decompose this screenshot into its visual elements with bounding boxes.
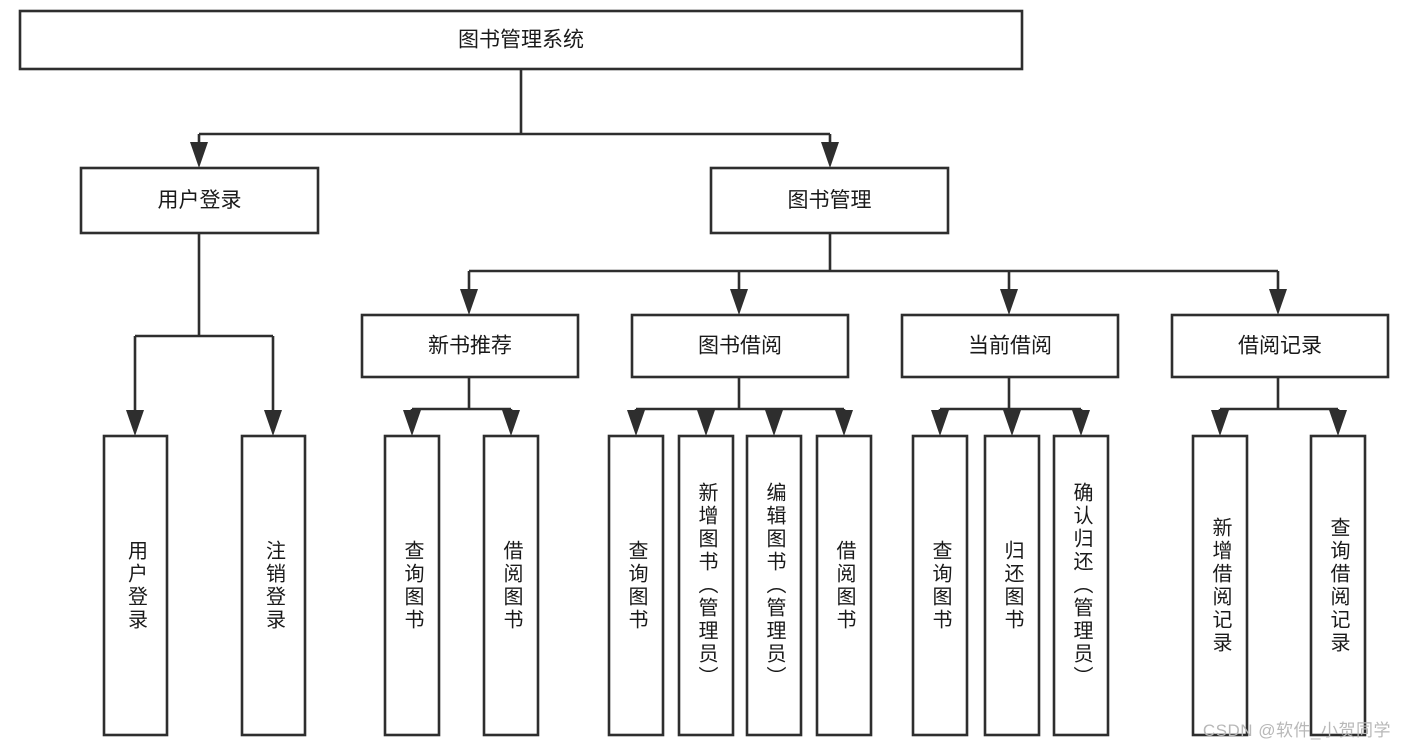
- edge-arrowhead: [1269, 289, 1287, 315]
- node-box-leaf-add-book[interactable]: [677, 434, 735, 737]
- node-box-leaf-user-login[interactable]: [102, 434, 169, 737]
- node-leaf-user-login[interactable]: [102, 434, 169, 737]
- edge-arrowhead: [1003, 410, 1021, 436]
- edge-arrowhead: [835, 410, 853, 436]
- node-box-leaf-query-record[interactable]: [1309, 434, 1367, 737]
- node-box-root[interactable]: [18, 9, 1024, 71]
- node-leaf-query-book-rec[interactable]: [383, 434, 441, 737]
- watermark-text: CSDN @软件_小贺同学: [1202, 721, 1391, 740]
- node-box-book-borrow[interactable]: [630, 313, 850, 379]
- node-leaf-return-book[interactable]: [983, 434, 1041, 737]
- node-label-book-manage: 图书管理: [788, 189, 872, 212]
- node-box-leaf-add-record[interactable]: [1191, 434, 1249, 737]
- node-box-leaf-user-logout[interactable]: [240, 434, 307, 737]
- edge-group-new-book-rec: [403, 377, 520, 436]
- node-new-book-rec[interactable]: 新书推荐: [360, 313, 580, 379]
- node-box-leaf-query-book-borrow[interactable]: [607, 434, 665, 737]
- node-book-manage[interactable]: 图书管理: [709, 166, 950, 235]
- node-leaf-query-record[interactable]: [1309, 434, 1367, 737]
- node-leaf-user-logout[interactable]: [240, 434, 307, 737]
- node-leaf-edit-book[interactable]: [745, 434, 803, 737]
- edge-arrowhead: [1211, 410, 1229, 436]
- node-label-book-borrow: 图书借阅: [698, 335, 782, 358]
- node-book-borrow[interactable]: 图书借阅: [630, 313, 850, 379]
- node-box-current-borrow[interactable]: [900, 313, 1120, 379]
- node-label-current-borrow: 当前借阅: [968, 335, 1052, 358]
- node-leaf-query-book-cur[interactable]: [911, 434, 969, 737]
- edge-arrowhead: [765, 410, 783, 436]
- node-user-login[interactable]: 用户登录: [79, 166, 320, 235]
- node-leaf-borrow-book-rec[interactable]: [482, 434, 540, 737]
- node-leaf-add-record[interactable]: [1191, 434, 1249, 737]
- edge-arrowhead: [1000, 289, 1018, 315]
- node-label-root: 图书管理系统: [458, 29, 584, 52]
- edge-group-root: [190, 69, 839, 168]
- edge-arrowhead: [931, 410, 949, 436]
- edge-arrowhead: [627, 410, 645, 436]
- node-borrow-record[interactable]: 借阅记录: [1170, 313, 1390, 379]
- edge-group-user-login: [126, 233, 282, 436]
- edge-arrowhead: [730, 289, 748, 315]
- edge-arrowhead: [190, 142, 208, 168]
- node-current-borrow[interactable]: 当前借阅: [900, 313, 1120, 379]
- edge-arrowhead: [502, 410, 520, 436]
- edge-arrowhead: [460, 289, 478, 315]
- node-label-new-book-rec: 新书推荐: [428, 335, 512, 358]
- node-root[interactable]: 图书管理系统: [18, 9, 1024, 71]
- node-leaf-query-book-borrow[interactable]: [607, 434, 665, 737]
- edge-arrowhead: [264, 410, 282, 436]
- node-leaf-borrow-book[interactable]: [815, 434, 873, 737]
- node-box-leaf-query-book-rec[interactable]: [383, 434, 441, 737]
- edge-group-current-borrow: [931, 377, 1090, 436]
- edge-arrowhead: [1329, 410, 1347, 436]
- edge-group-borrow-record: [1211, 377, 1347, 436]
- node-box-leaf-edit-book[interactable]: [745, 434, 803, 737]
- node-box-leaf-return-book[interactable]: [983, 434, 1041, 737]
- edge-group-book-borrow: [627, 377, 853, 436]
- node-box-book-manage[interactable]: [709, 166, 950, 235]
- node-box-new-book-rec[interactable]: [360, 313, 580, 379]
- node-box-leaf-query-book-cur[interactable]: [911, 434, 969, 737]
- edge-arrowhead: [821, 142, 839, 168]
- edge-arrowhead: [403, 410, 421, 436]
- node-label-borrow-record: 借阅记录: [1238, 335, 1322, 358]
- edge-arrowhead: [1072, 410, 1090, 436]
- node-box-leaf-borrow-book[interactable]: [815, 434, 873, 737]
- node-box-leaf-borrow-book-rec[interactable]: [482, 434, 540, 737]
- node-box-leaf-confirm-return[interactable]: [1052, 434, 1110, 737]
- edge-arrowhead: [126, 410, 144, 436]
- node-leaf-add-book[interactable]: [677, 434, 735, 737]
- node-box-borrow-record[interactable]: [1170, 313, 1390, 379]
- edge-group-book-manage: [460, 233, 1287, 315]
- edge-arrowhead: [697, 410, 715, 436]
- node-box-user-login[interactable]: [79, 166, 320, 235]
- node-leaf-confirm-return[interactable]: [1052, 434, 1110, 737]
- node-label-user-login: 用户登录: [158, 189, 242, 212]
